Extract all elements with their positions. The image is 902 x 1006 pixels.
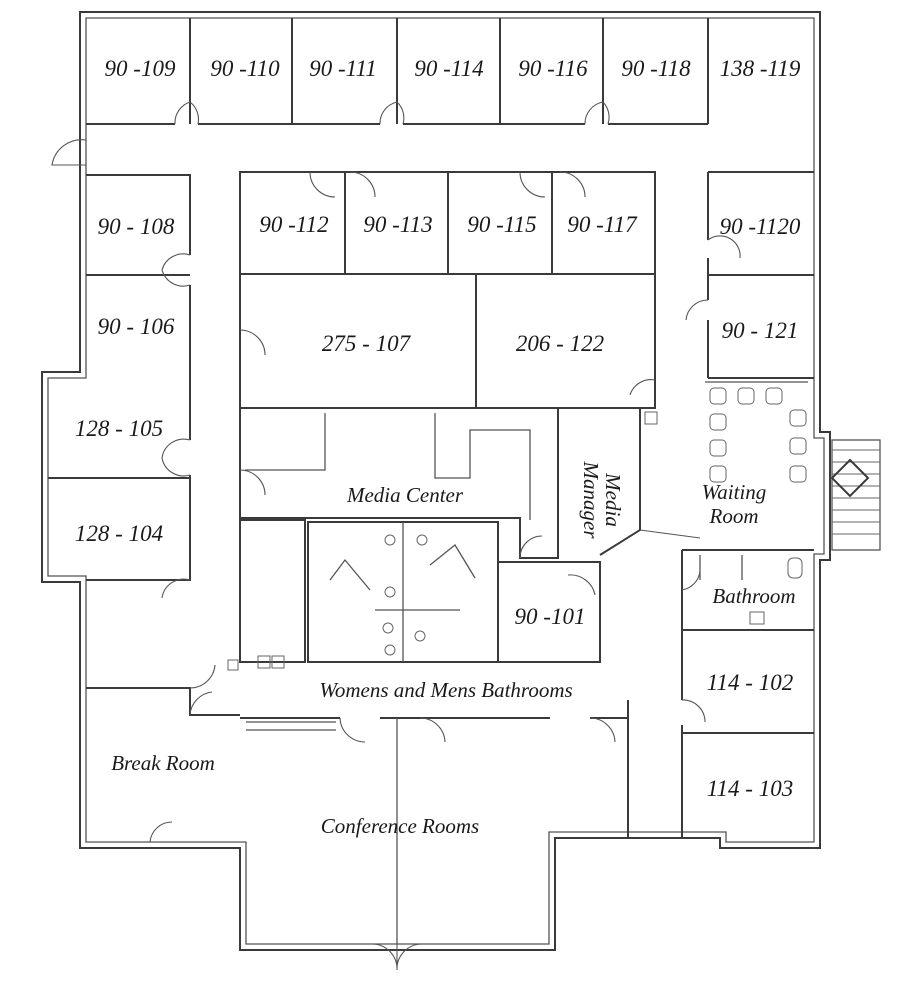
room-label-114-103: 114 - 103	[707, 776, 793, 801]
room-label-206-122: 206 - 122	[516, 331, 604, 356]
room-label-128-104: 128 - 104	[75, 521, 163, 546]
media-center-block	[239, 407, 658, 559]
room-label-128-105: 128 - 105	[75, 416, 163, 441]
room-label-138-119: 138 -119	[720, 56, 801, 81]
right-offices	[629, 171, 814, 396]
area-label-conference-rooms: Conference Rooms	[321, 814, 479, 838]
room-label-90-113: 90 -113	[363, 212, 432, 237]
area-label-media-center: Media Center	[346, 483, 464, 507]
conference-rooms	[240, 717, 628, 971]
room-label-90-109: 90 -109	[105, 56, 176, 81]
break-room	[86, 664, 240, 843]
room-label-90-108: 90 - 108	[98, 214, 175, 239]
area-label-break-room: Break Room	[111, 751, 215, 775]
area-label-waiting-line2: Room	[709, 504, 759, 528]
room-label-90-111: 90 -111	[309, 56, 377, 81]
room-label-90-116: 90 -116	[518, 56, 588, 81]
area-label-media-manager-line1: Media	[601, 472, 625, 527]
room-label-90-101: 90 -101	[515, 604, 586, 629]
area-label-waiting-line1: Waiting	[702, 480, 767, 504]
waiting-room-furniture	[639, 381, 881, 551]
room-label-90-110: 90 -110	[210, 56, 280, 81]
room-label-90-106: 90 - 106	[98, 314, 175, 339]
right-lower-rooms	[627, 549, 814, 838]
room-label-90-112: 90 -112	[259, 212, 328, 237]
area-label-womens-mens-bathrooms: Womens and Mens Bathrooms	[319, 678, 572, 702]
central-upper-block	[239, 171, 656, 409]
room-label-90-115: 90 -115	[467, 212, 536, 237]
outer-walls	[41, 11, 831, 951]
office-101	[498, 561, 601, 663]
room-label-90-114: 90 -114	[414, 56, 483, 81]
restroom-block	[227, 519, 499, 671]
left-offices	[48, 174, 191, 599]
area-label-bathroom: Bathroom	[712, 584, 795, 608]
room-label-90-121: 90 - 121	[722, 318, 799, 343]
room-label-275-107: 275 - 107	[322, 331, 412, 356]
room-labels: 90 -109 90 -110 90 -111 90 -114 90 -116 …	[75, 56, 801, 838]
top-offices	[51, 18, 709, 166]
room-label-90-1120: 90 -1120	[720, 214, 801, 239]
room-label-114-102: 114 - 102	[707, 670, 793, 695]
area-label-media-manager-line2: Manager	[579, 461, 603, 540]
room-label-90-117: 90 -117	[567, 212, 638, 237]
room-label-90-118: 90 -118	[621, 56, 691, 81]
